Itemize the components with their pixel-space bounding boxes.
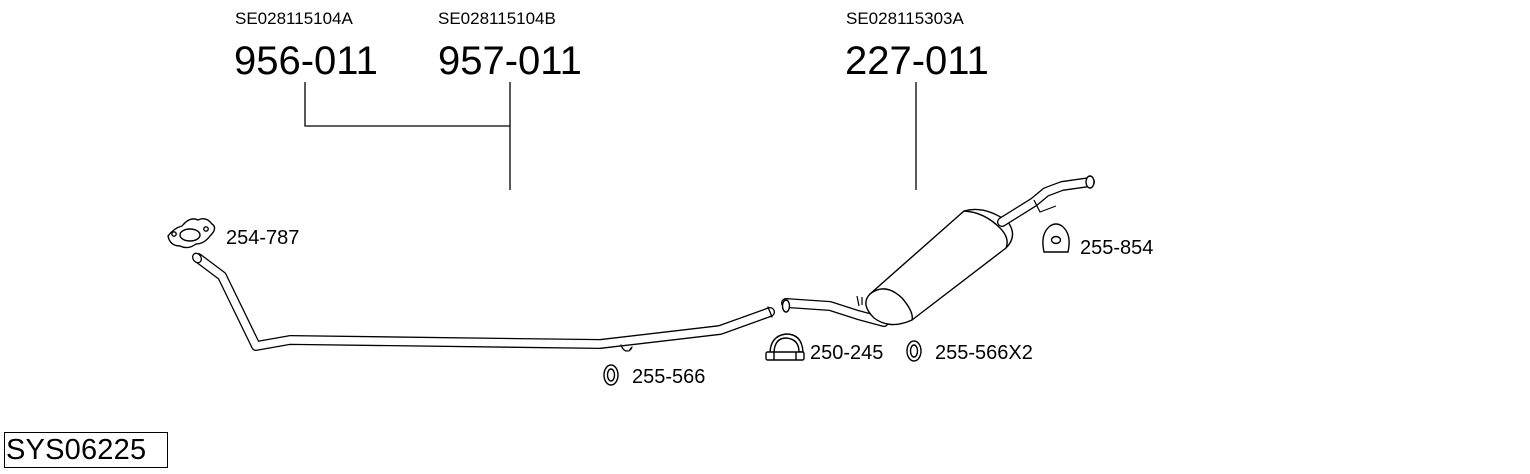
part-number-227-011[interactable]: 227-011: [845, 39, 989, 83]
clamp-icon[interactable]: [765, 333, 805, 361]
flange-gasket-icon[interactable]: [167, 217, 216, 249]
oem-number-956: SE028115104A: [235, 9, 354, 28]
leader-lines: [304, 82, 917, 190]
rear-silencer-drawing[interactable]: [781, 175, 1095, 327]
system-code: SYS06225: [6, 434, 147, 466]
accessory-label-255-566X2[interactable]: 255-566X2: [935, 342, 1033, 364]
accessory-label-255-854[interactable]: 255-854: [1080, 237, 1153, 259]
accessory-label-254-787[interactable]: 254-787: [226, 227, 299, 249]
part-number-956-011[interactable]: 956-011: [234, 39, 378, 83]
rubber-hanger-icon[interactable]: [1042, 223, 1070, 253]
oem-number-957: SE028115104B: [438, 9, 556, 28]
rubber-ring-icon[interactable]: [603, 364, 619, 386]
system-code-box: [4, 432, 168, 468]
rubber-ring-pair-icon[interactable]: [906, 340, 922, 362]
part-number-957-011[interactable]: 957-011: [438, 39, 582, 83]
accessory-label-250-245[interactable]: 250-245: [810, 342, 883, 364]
accessory-label-255-566[interactable]: 255-566: [632, 366, 705, 388]
oem-number-227: SE028115303A: [846, 9, 965, 28]
front-pipe-drawing[interactable]: [191, 252, 775, 352]
